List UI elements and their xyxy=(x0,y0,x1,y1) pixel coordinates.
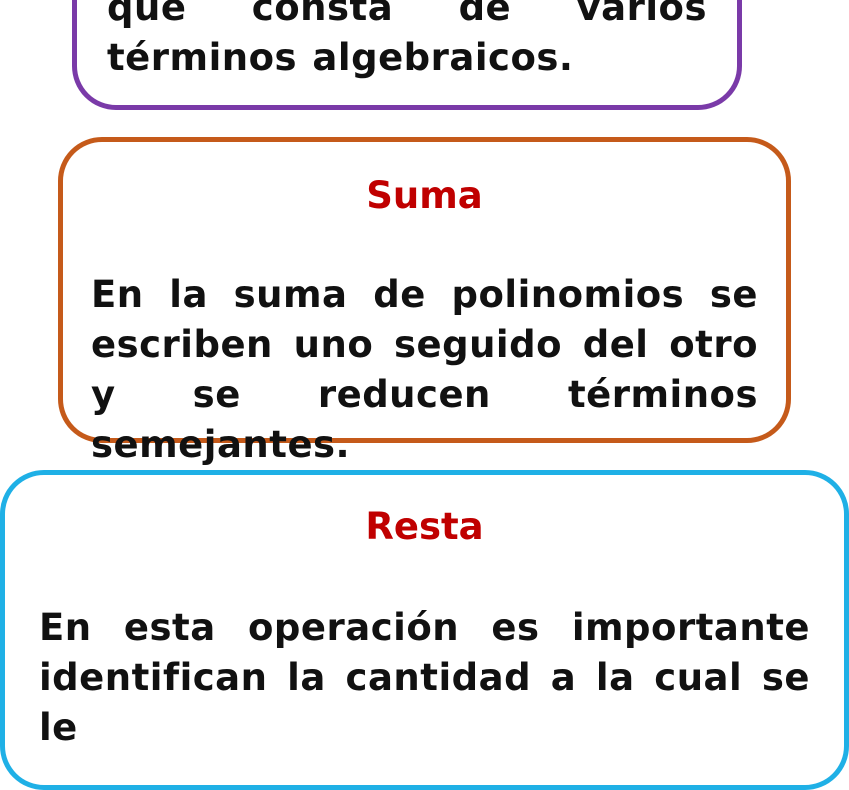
suma-card: Suma En la suma de polinomios se escribe… xyxy=(58,137,791,466)
definition-card: que consta de varios términos algebraico… xyxy=(72,0,742,110)
resta-text: En esta operación es importante identifi… xyxy=(39,606,810,749)
resta-title: Resta xyxy=(365,505,484,548)
resta-card: Resta En esta operación es importante id… xyxy=(0,470,849,790)
suma-title: Suma xyxy=(366,174,483,217)
suma-text: En la suma de polinomios se escriben uno… xyxy=(91,273,758,466)
definition-text: que consta de varios términos algebraico… xyxy=(107,0,707,79)
